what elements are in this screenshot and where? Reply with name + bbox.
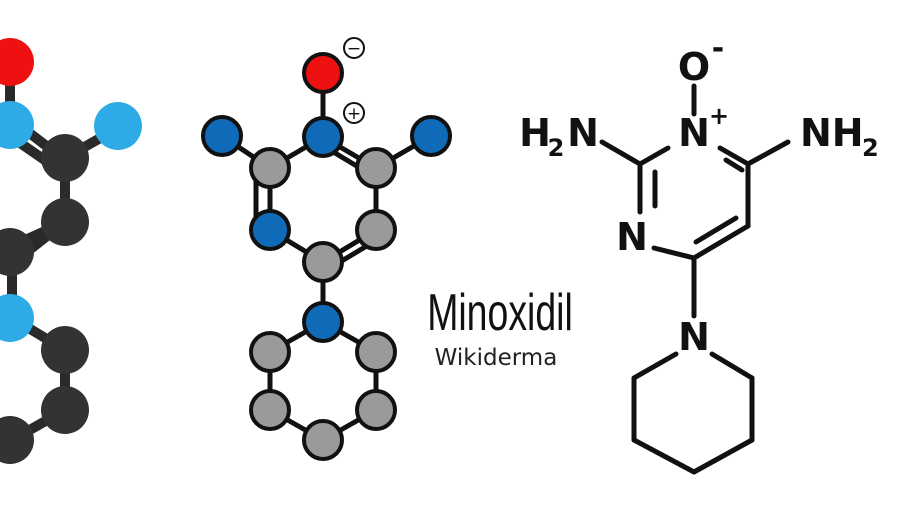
ring-nitrogen-label: N bbox=[616, 215, 648, 259]
bond bbox=[651, 245, 697, 261]
carbon-atom bbox=[355, 209, 397, 251]
oxygen-charge-label: - bbox=[712, 31, 724, 66]
oxygen-atom bbox=[302, 52, 344, 94]
ring-nitrogen-label: N bbox=[678, 111, 710, 155]
carbon-atom bbox=[249, 389, 291, 431]
carbon-atom bbox=[302, 419, 344, 461]
nitrogen-atom bbox=[201, 115, 243, 157]
nitrogen-atom bbox=[94, 102, 142, 150]
bond bbox=[709, 351, 755, 381]
positive-charge-badge: + bbox=[343, 102, 365, 124]
bond bbox=[745, 139, 791, 167]
carbon-atom bbox=[355, 331, 397, 373]
bond bbox=[717, 145, 751, 167]
bond bbox=[631, 437, 697, 475]
nitrogen-atom bbox=[0, 101, 34, 149]
nitrogen-atom bbox=[410, 115, 452, 157]
bond bbox=[691, 223, 751, 261]
amino-nitrogen-label: N bbox=[567, 111, 599, 155]
carbon-atom bbox=[0, 228, 34, 276]
carbon-atom bbox=[355, 147, 397, 189]
amino-hydrogen-label: H bbox=[519, 111, 551, 155]
nitrogen-atom bbox=[0, 294, 34, 342]
carbon-atom bbox=[41, 134, 89, 182]
bond bbox=[599, 139, 643, 167]
oxygen-atom bbox=[0, 38, 34, 86]
carbon-atom bbox=[0, 416, 34, 464]
carbon-atom bbox=[355, 389, 397, 431]
positive-charge-symbol: + bbox=[347, 104, 361, 124]
oxygen-label: O bbox=[678, 45, 710, 89]
carbon-atom bbox=[41, 326, 89, 374]
carbon-atom bbox=[249, 147, 291, 189]
page-subtitle: Wikiderma bbox=[435, 345, 558, 371]
ring-nitrogen-charge-label: + bbox=[709, 102, 729, 130]
nitrogen-atom bbox=[302, 116, 344, 158]
piperidine-nitrogen-label: N bbox=[678, 315, 710, 359]
carbon-atom bbox=[41, 198, 89, 246]
page-title: Minoxidil bbox=[427, 283, 573, 342]
carbon-atom bbox=[41, 386, 89, 434]
nitrogen-atom bbox=[302, 301, 344, 343]
cropped-ball-model bbox=[0, 38, 142, 464]
bond bbox=[637, 145, 671, 167]
amino-subscript-label: 2 bbox=[862, 134, 879, 162]
bond bbox=[691, 437, 755, 475]
carbon-atom bbox=[249, 331, 291, 373]
nitrogen-atom bbox=[249, 209, 291, 251]
negative-charge-badge: − bbox=[343, 37, 365, 59]
skeletal-formula: O - N + N H 2 N NH 2 N bbox=[519, 31, 879, 475]
carbon-atom bbox=[302, 241, 344, 283]
bond bbox=[693, 215, 739, 245]
ball-and-stick-model: − + bbox=[201, 37, 452, 461]
amino-group-label: NH bbox=[800, 111, 864, 155]
amino-subscript-label: 2 bbox=[548, 134, 565, 162]
negative-charge-symbol: − bbox=[347, 39, 361, 59]
bond bbox=[631, 351, 679, 381]
bond bbox=[723, 157, 745, 173]
